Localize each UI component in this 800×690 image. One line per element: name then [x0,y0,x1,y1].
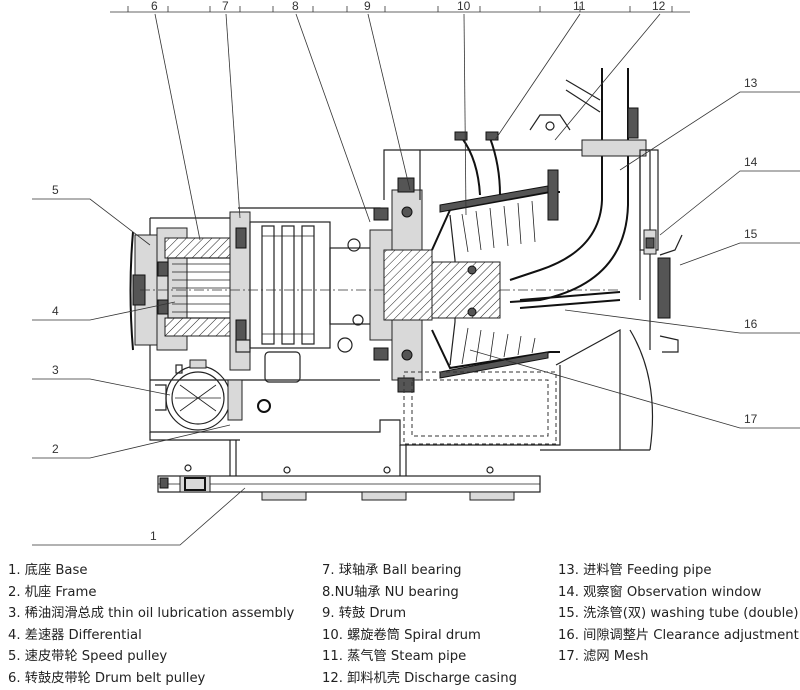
callout-9-label: 9 [364,0,371,13]
legend-item: 16. 间隙调整片 Clearance adjustment [558,627,799,643]
callout-11: 11 [494,0,586,141]
legend-item: 3. 稀油润滑总成 thin oil lubrication assembly [8,606,295,622]
callout-5: 5 [32,183,151,246]
legend-item: 4. 差速器 Differential [8,627,142,643]
base-assembly [157,440,541,501]
callout-3: 3 [32,363,171,396]
steam-pipe [454,131,501,196]
legend-item: 1. 底座 Base [8,563,88,578]
oil-lubrication-assembly [155,359,243,431]
drum-belt-pulley [249,207,393,361]
legend-item: 15. 洗涤管(双) washing tube (double) [558,606,799,622]
legend-item: 9. 转鼓 Drum [322,606,407,622]
callout-8: 8 [292,0,371,223]
legend-item: 2. 机座 Frame [8,584,97,600]
washing-tube [519,234,683,353]
legend-item: 8.NU轴承 NU bearing [322,584,459,600]
legend-item: 7. 球轴承 Ball bearing [322,563,462,578]
callout-15: 15 [679,227,800,266]
legend-item: 11. 蒸气管 Steam pipe [322,649,467,665]
callout-16: 16 [564,309,800,334]
callout-12-label: 12 [652,0,666,13]
callout-6-label: 6 [151,0,158,13]
callout-2-label: 2 [52,442,59,456]
legend-item: 13. 进料管 Feeding pipe [558,563,712,578]
bearing-assembly [383,177,433,393]
callout-16-label: 16 [744,317,758,331]
callout-4-label: 4 [52,304,59,318]
legend-column-2: 7. 球轴承 Ball bearing 8.NU轴承 NU bearing 9.… [322,560,517,690]
callout-7: 7 [222,0,241,219]
legend-item: 6. 转鼓皮带轮 Drum belt pulley [8,670,206,686]
callout-13: 13 [619,76,800,171]
callout-7-label: 7 [222,0,229,13]
callout-10-label: 10 [457,0,471,13]
callout-1-label: 1 [150,529,157,543]
callout-14: 14 [659,155,800,236]
callout-8-label: 8 [292,0,299,13]
observation-window [639,149,659,255]
feeding-pipe [509,68,647,303]
callout-5-label: 5 [52,183,59,197]
differential-and-pulleys [129,211,251,371]
callout-6: 6 [151,0,201,241]
callout-header-line [110,6,690,13]
parts-legend: 1. 底座 Base 2. 机座 Frame 3. 稀油润滑总成 thin oi… [0,560,800,687]
callout-1: 1 [32,487,246,546]
callout-4: 4 [32,301,176,321]
centrifuge-cross-section-drawing: 6 7 8 9 10 11 12 13 14 15 16 17 [32,0,800,546]
callout-14-label: 14 [744,155,758,169]
legend-item: 17. 滤网 Mesh [558,649,649,665]
legend-item: 14. 观察窗 Observation window [558,584,762,600]
callout-9: 9 [364,0,411,191]
legend-item: 5. 速皮带轮 Speed pulley [8,649,168,665]
callout-2: 2 [32,424,231,459]
callout-12: 12 [554,0,666,141]
callout-11-label: 11 [573,0,586,13]
callout-17-label: 17 [744,412,758,426]
legend-column-1: 1. 底座 Base 2. 机座 Frame 3. 稀油润滑总成 thin oi… [8,560,294,690]
callout-15-label: 15 [744,227,758,241]
callout-10: 10 [457,0,471,216]
callout-13-label: 13 [744,76,758,90]
callout-17: 17 [469,349,800,429]
callout-3-label: 3 [52,363,59,377]
legend-column-3: 13. 进料管 Feeding pipe 14. 观察窗 Observation… [558,560,799,668]
legend-item: 10. 螺旋卷筒 Spiral drum [322,627,481,643]
rotating-drum [431,185,560,379]
legend-item: 12. 卸料机壳 Discharge casing [322,670,517,686]
